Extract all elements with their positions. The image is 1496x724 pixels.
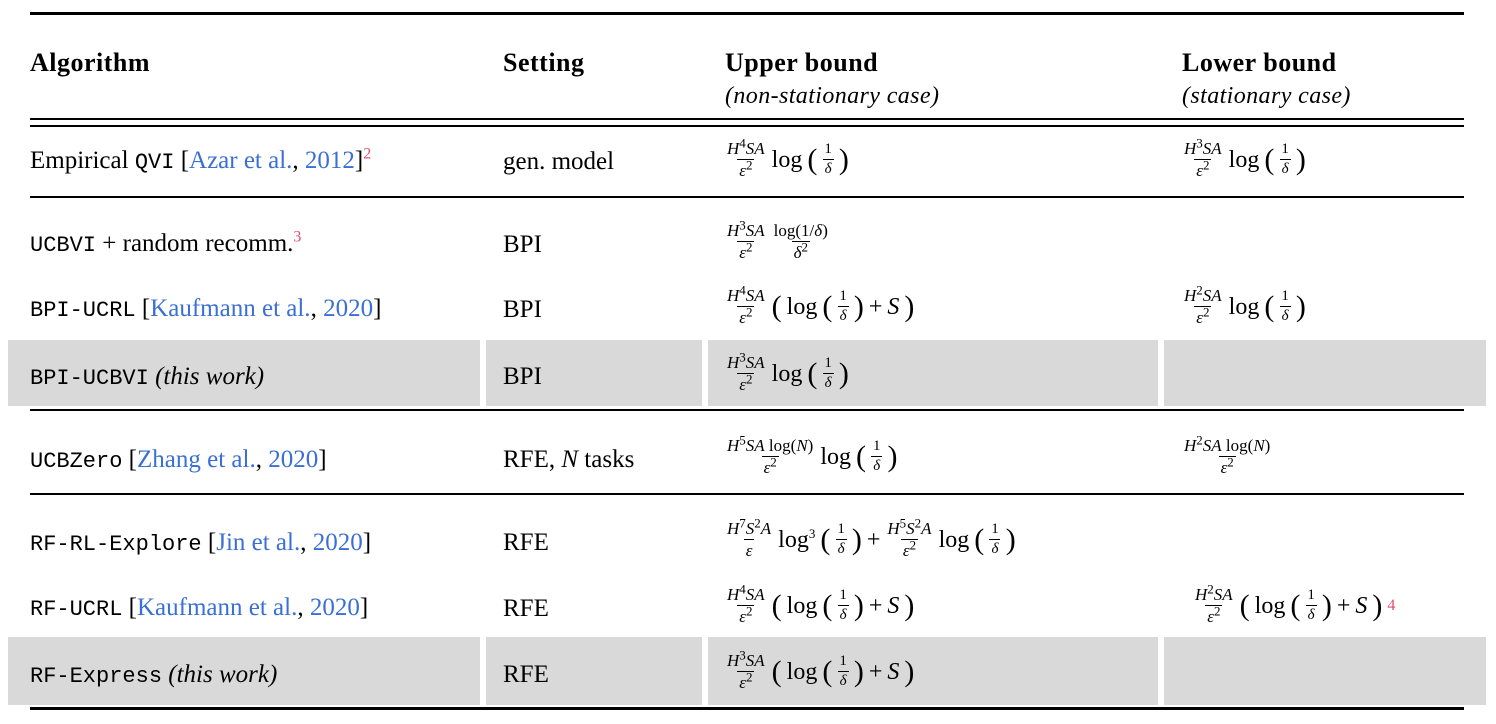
header-lower-bound: Lower bound: [1182, 48, 1337, 77]
table-row-setting: RFE: [503, 529, 549, 556]
footnote-marker[interactable]: 2: [363, 145, 372, 163]
col-gap: [480, 637, 486, 705]
citation-author[interactable]: Kaufmann et al.: [137, 594, 298, 621]
setting-variable: N: [561, 446, 579, 473]
this-work-note: (this work): [168, 661, 278, 688]
table-row-setting: BPI: [503, 231, 542, 258]
header-lower-note: (stationary case): [1182, 83, 1351, 109]
citation-year[interactable]: 2020: [323, 295, 374, 322]
table-row-algorithm: RF-Express (this work): [30, 662, 277, 688]
algo-code: BPI-UCRL: [30, 298, 136, 323]
col-gap: [480, 340, 486, 406]
this-work-note: (this work): [155, 363, 265, 390]
col-gap: [702, 637, 708, 705]
header-upper-bound: Upper bound: [725, 48, 879, 77]
citation-author[interactable]: Azar et al.: [189, 147, 293, 174]
table-row-algorithm: UCBVI + random recomm.3: [30, 228, 302, 258]
algo-code: BPI-UCBVI: [30, 366, 149, 391]
header-upper-note: (non-stationary case): [725, 83, 940, 109]
citation-year[interactable]: 2012: [304, 147, 355, 174]
col-gap: [1158, 637, 1164, 705]
table-row-setting: RFE, N tasks: [503, 447, 634, 472]
citation-year[interactable]: 2020: [312, 529, 363, 556]
table-row-algorithm: RF-RL-Explore [Jin et al., 2020]: [30, 529, 372, 557]
algo-plain: Empirical: [30, 147, 135, 174]
top-rule: [30, 12, 1464, 15]
algo-code: QVI: [134, 150, 175, 175]
group-rule-2: [30, 409, 1464, 411]
setting-suffix: tasks: [578, 446, 635, 473]
lower-bound-formula: H2SA log(N)ε2: [1184, 432, 1271, 477]
table-row-setting: BPI: [503, 296, 542, 323]
algo-code: RF-Express: [30, 664, 163, 689]
algo-code: UCBVI: [30, 233, 97, 258]
header-double-rule-1: [30, 118, 1464, 120]
table-row-algorithm: Empirical QVI [Azar et al., 2012]2: [30, 145, 372, 175]
citation-year[interactable]: 2020: [268, 446, 319, 473]
citation-author[interactable]: Jin et al.: [216, 529, 301, 556]
header-setting: Setting: [503, 48, 585, 77]
lower-note-text: stationary case: [1190, 83, 1343, 109]
table-row-algorithm: RF-UCRL [Kaufmann et al., 2020]: [30, 594, 369, 622]
table-row-algorithm: BPI-UCBVI (this work): [30, 364, 264, 390]
algo-suffix: + random recomm.: [96, 230, 294, 257]
group-rule-1: [30, 196, 1464, 198]
table-row-algorithm: UCBZero [Zhang et al., 2020]: [30, 446, 327, 474]
upper-note-text: non-stationary case: [733, 83, 931, 109]
header-algorithm: Algorithm: [30, 48, 151, 77]
citation-author[interactable]: Zhang et al.: [137, 446, 256, 473]
col-gap: [1158, 340, 1164, 406]
algo-code: UCBZero: [30, 449, 123, 474]
table-row-setting: BPI: [503, 363, 542, 390]
col-gap: [702, 340, 708, 406]
bottom-rule: [30, 707, 1464, 710]
citation-author[interactable]: Kaufmann et al.: [150, 295, 311, 322]
footnote-marker[interactable]: 3: [293, 228, 302, 246]
table-row-setting: RFE: [503, 595, 549, 622]
algo-code: RF-RL-Explore: [30, 532, 202, 557]
table-row-setting: RFE: [503, 661, 549, 688]
table-row-setting: gen. model: [503, 148, 615, 175]
table-row-algorithm: BPI-UCRL [Kaufmann et al., 2020]: [30, 295, 382, 323]
group-rule-3: [30, 493, 1464, 495]
citation-year[interactable]: 2020: [309, 594, 360, 621]
header-double-rule-2: [30, 125, 1464, 127]
setting-text: RFE,: [503, 446, 562, 473]
algo-code: RF-UCRL: [30, 597, 123, 622]
